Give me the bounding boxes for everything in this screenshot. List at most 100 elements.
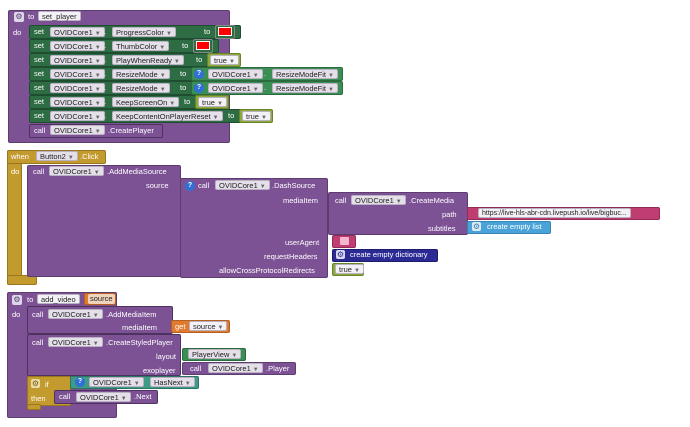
chevron-down-icon: ▼ xyxy=(252,87,259,93)
help-icon[interactable]: ? xyxy=(185,181,195,191)
chevron-down-icon: ▼ xyxy=(133,381,140,387)
useragent-text-field[interactable] xyxy=(340,237,349,245)
component-dropdown[interactable]: OVIDCore1▼ xyxy=(208,69,263,79)
chevron-down-icon: ▼ xyxy=(395,199,402,205)
chevron-down-icon: ▼ xyxy=(94,45,101,51)
mediaitem-param-label: mediaItem xyxy=(283,196,319,205)
component-dropdown[interactable]: OVIDCore1▼ xyxy=(50,83,105,93)
component-dropdown[interactable]: OVIDCore1▼ xyxy=(208,83,263,93)
gear-icon[interactable]: ⚙ xyxy=(12,295,22,305)
procedure-name-field[interactable]: add_video xyxy=(37,294,80,304)
chevron-down-icon: ▼ xyxy=(93,170,100,176)
chevron-down-icon: ▼ xyxy=(252,367,259,373)
keyword-get: get xyxy=(175,322,186,331)
component-dropdown[interactable]: OVIDCore1▼ xyxy=(48,309,103,319)
property-dropdown[interactable]: ResizeMode▼ xyxy=(112,83,170,93)
path-string-field[interactable]: https://live-hls-abr-cdn.livepush.io/liv… xyxy=(478,208,631,218)
method-create-styled-player: .CreateStyledPlayer xyxy=(106,338,173,347)
component-dropdown[interactable]: OVIDCore1▼ xyxy=(49,166,104,176)
component-dropdown[interactable]: OVIDCore1▼ xyxy=(50,27,105,37)
playerview-dropdown[interactable]: PlayerView▼ xyxy=(188,349,242,359)
method-add-media-source: .AddMediaSource xyxy=(107,167,167,176)
helper-dropdown[interactable]: ResizeModeFit▼ xyxy=(272,83,338,93)
method-create-media: .CreateMedia xyxy=(409,196,455,205)
color-swatch[interactable] xyxy=(218,27,232,36)
gear-icon[interactable]: ⚙ xyxy=(31,379,40,388)
call-add-media-source-block[interactable] xyxy=(27,165,181,277)
gear-icon[interactable]: ⚙ xyxy=(472,222,481,231)
component-dropdown[interactable]: OVIDCore1▼ xyxy=(50,125,105,135)
help-icon[interactable]: ? xyxy=(194,83,204,93)
property-label: ResizeMode xyxy=(116,70,158,79)
keyword-set: set xyxy=(34,111,45,120)
chevron-down-icon: ▼ xyxy=(94,129,101,135)
property-dropdown[interactable]: ThumbColor▼ xyxy=(112,41,170,51)
method-next: .Next xyxy=(134,392,152,401)
component-dropdown[interactable]: OVIDCore1▼ xyxy=(50,97,105,107)
gear-icon[interactable]: ⚙ xyxy=(336,250,345,259)
component-label: OVIDCore1 xyxy=(54,70,93,79)
gear-icon[interactable]: ⚙ xyxy=(14,12,24,22)
component-dropdown[interactable]: OVIDCore1▼ xyxy=(50,111,105,121)
create-empty-list-block[interactable] xyxy=(467,221,551,234)
requestheaders-param-label: requestHeaders xyxy=(264,252,318,261)
component-dropdown[interactable]: OVIDCore1▼ xyxy=(208,363,263,373)
property-dropdown[interactable]: KeepScreenOn▼ xyxy=(112,97,180,107)
component-label: OVIDCore1 xyxy=(54,112,93,121)
property-dropdown[interactable]: KeepContentOnPlayerReset▼ xyxy=(112,111,223,121)
help-icon[interactable]: ? xyxy=(194,69,204,79)
component-dropdown[interactable]: OVIDCore1▼ xyxy=(50,69,105,79)
chevron-down-icon: ▼ xyxy=(94,115,101,121)
dot-separator: . xyxy=(264,69,267,78)
component-label: OVIDCore1 xyxy=(212,70,251,79)
component-label: OVIDCore1 xyxy=(53,167,92,176)
keyword-call: call xyxy=(190,364,202,373)
keyword-if: if xyxy=(45,380,49,389)
keyword-to: to xyxy=(182,41,189,50)
color-swatch[interactable] xyxy=(196,41,210,50)
chevron-down-icon: ▼ xyxy=(216,101,223,107)
create-empty-dictionary-label: create empty dictionary xyxy=(350,250,428,259)
path-param-label: path xyxy=(442,210,457,219)
get-var-dropdown[interactable]: source▼ xyxy=(189,321,228,331)
help-icon[interactable]: ? xyxy=(75,377,85,387)
button2-dropdown[interactable]: Button2▼ xyxy=(36,151,78,161)
keyword-call: call xyxy=(198,181,210,190)
property-label: PlayWhenReady xyxy=(116,56,172,65)
component-dropdown[interactable]: OVIDCore1▼ xyxy=(76,392,131,402)
helper-dropdown[interactable]: ResizeModeFit▼ xyxy=(272,69,338,79)
chevron-down-icon: ▼ xyxy=(94,101,101,107)
source-param-label: source xyxy=(146,181,169,190)
keyword-call: call xyxy=(59,392,71,401)
component-dropdown[interactable]: OVIDCore1▼ xyxy=(48,337,103,347)
bool-dropdown[interactable]: true▼ xyxy=(198,97,227,107)
procedure-name-field[interactable]: set_player xyxy=(38,11,81,21)
property-dropdown[interactable]: ResizeMode▼ xyxy=(112,69,170,79)
chevron-down-icon: ▼ xyxy=(259,184,266,190)
keyword-do: do xyxy=(13,28,22,37)
create-empty-dictionary-block[interactable] xyxy=(332,249,438,262)
keyword-call: call xyxy=(335,196,347,205)
hasnext-dropdown[interactable]: HasNext▼ xyxy=(150,377,195,387)
bool-dropdown[interactable]: true▼ xyxy=(210,55,239,65)
component-dropdown[interactable]: OVIDCore1▼ xyxy=(50,55,105,65)
keyword-set: set xyxy=(34,83,45,92)
property-label: ProgressColor xyxy=(116,28,164,37)
call-dash-source-block[interactable] xyxy=(180,178,328,278)
component-dropdown[interactable]: OVIDCore1▼ xyxy=(215,180,270,190)
chevron-down-icon: ▼ xyxy=(159,45,166,51)
bool-dropdown[interactable]: true▼ xyxy=(335,264,364,274)
component-dropdown[interactable]: OVIDCore1▼ xyxy=(50,41,105,51)
chevron-down-icon: ▼ xyxy=(92,313,99,319)
bool-dropdown[interactable]: true▼ xyxy=(242,111,271,121)
property-label: ThumbColor xyxy=(116,42,158,51)
property-dropdown[interactable]: PlayWhenReady▼ xyxy=(112,55,184,65)
component-dropdown[interactable]: OVIDCore1▼ xyxy=(351,195,406,205)
property-dropdown[interactable]: ProgressColor▼ xyxy=(112,27,176,37)
dot-separator: . xyxy=(104,83,107,92)
component-dropdown[interactable]: OVIDCore1▼ xyxy=(89,377,144,387)
component-label: OVIDCore1 xyxy=(52,338,91,347)
playerview-label: PlayerView xyxy=(192,350,230,359)
component-label: OVIDCore1 xyxy=(80,393,119,402)
chevron-down-icon: ▼ xyxy=(173,59,180,65)
